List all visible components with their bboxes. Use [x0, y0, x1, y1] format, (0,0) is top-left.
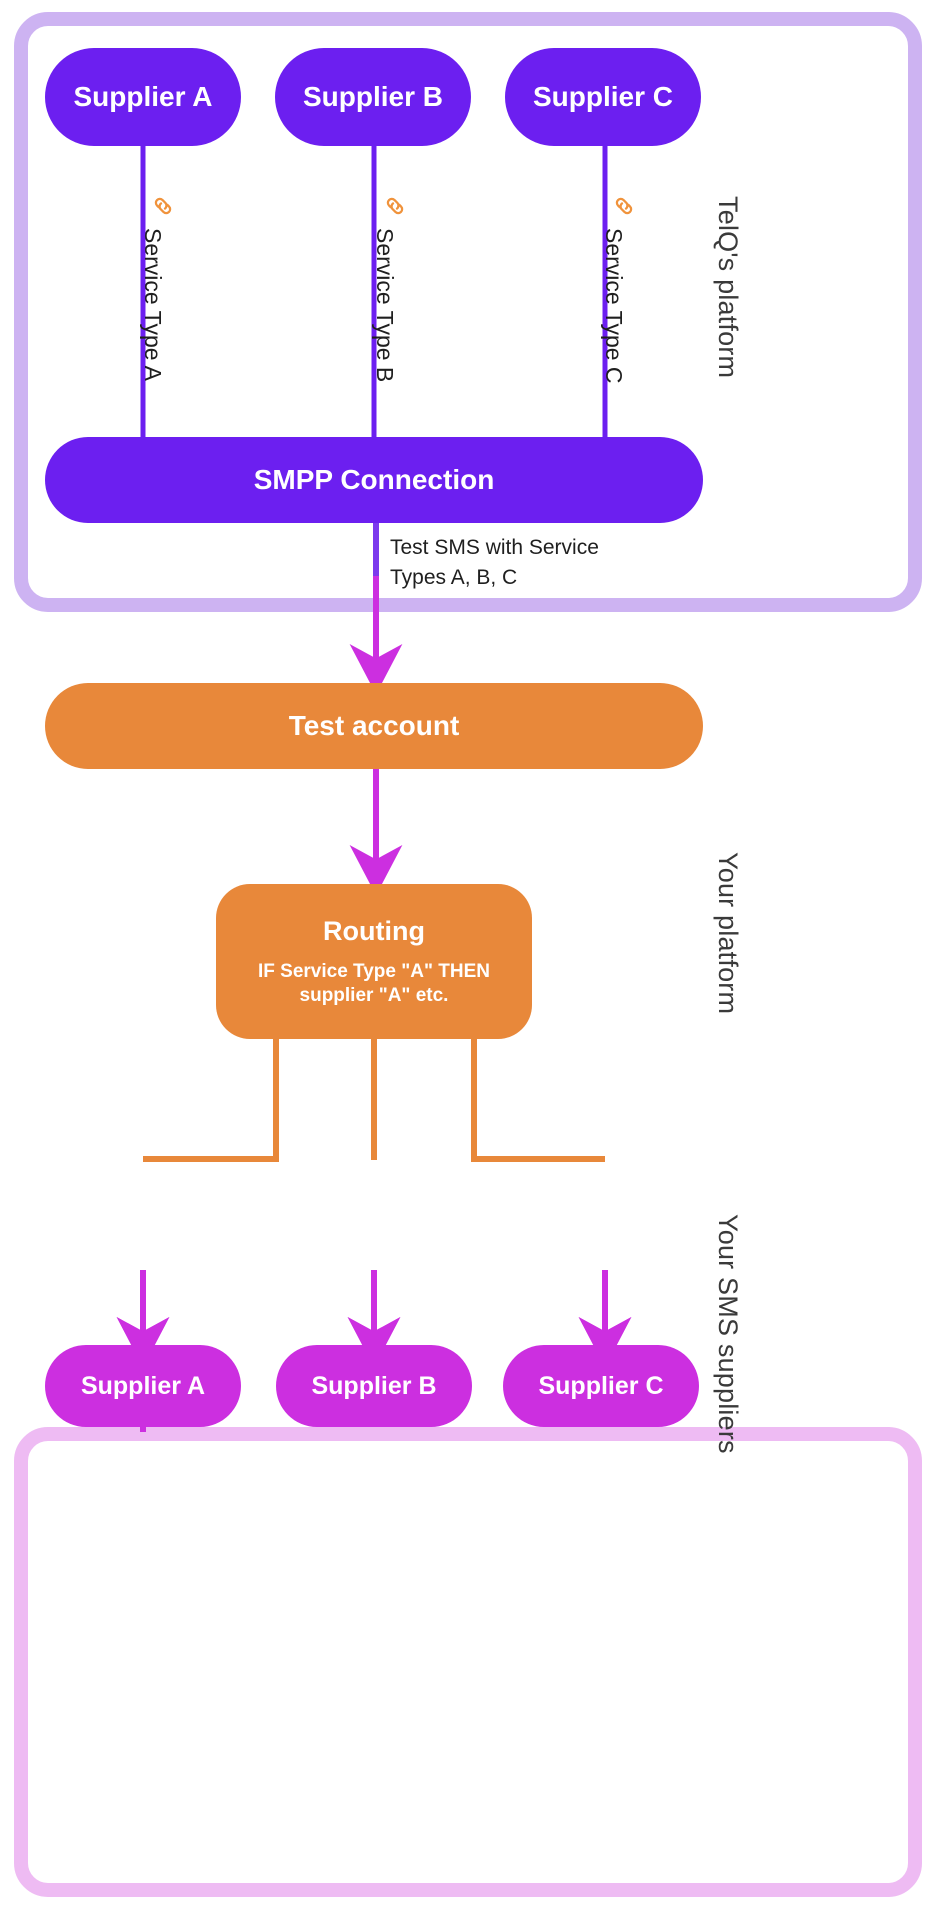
node-routing[interactable]: Routing IF Service Type "A" THEN supplie… [216, 884, 532, 1039]
link-icon [154, 197, 172, 215]
node-title: Routing [323, 915, 425, 946]
node-label: Test account [288, 709, 460, 741]
link-icon [615, 197, 633, 215]
node-smpp-connection[interactable]: SMPP Connection [45, 437, 703, 523]
node-label: Supplier A [73, 80, 213, 112]
node-rule-text: IF Service Type "A" THEN supplier "A" et… [257, 960, 490, 1006]
frame-label-your-platform: Your platform [713, 852, 743, 1015]
wire-routing-branch-c [471, 1039, 605, 1162]
wire-routing-branch-a [143, 1039, 279, 1162]
node-supplier-a-bottom[interactable]: Supplier A [45, 1345, 241, 1427]
edge-label-service-type-b: Service Type B [372, 228, 398, 383]
sms-suppliers-frame [14, 1427, 922, 1897]
node-supplier-b-top[interactable]: Supplier B [275, 48, 471, 146]
edge-label-service-type-a: Service Type A [140, 228, 166, 381]
node-label: Supplier C [532, 80, 673, 112]
node-label: SMPP Connection [253, 463, 495, 495]
node-label: Supplier B [311, 1371, 437, 1400]
edge-label-test-sms: Test SMS with Service Types A, B, C [390, 536, 599, 589]
node-supplier-c-bottom[interactable]: Supplier C [503, 1345, 699, 1427]
frame-label-your-sms-suppliers: Your SMS suppliers [713, 1214, 743, 1454]
node-supplier-c-top[interactable]: Supplier C [505, 48, 701, 146]
node-label: Supplier B [302, 80, 443, 112]
node-label: Supplier C [538, 1371, 664, 1400]
node-test-account[interactable]: Test account [45, 683, 703, 769]
node-supplier-a-top[interactable]: Supplier A [45, 48, 241, 146]
node-label: Supplier A [80, 1371, 206, 1400]
link-icon [386, 197, 404, 215]
edge-label-service-type-c: Service Type C [601, 228, 627, 384]
node-supplier-b-bottom[interactable]: Supplier B [276, 1345, 472, 1427]
frame-label-telq-platform: TelQ's platform [713, 196, 743, 379]
